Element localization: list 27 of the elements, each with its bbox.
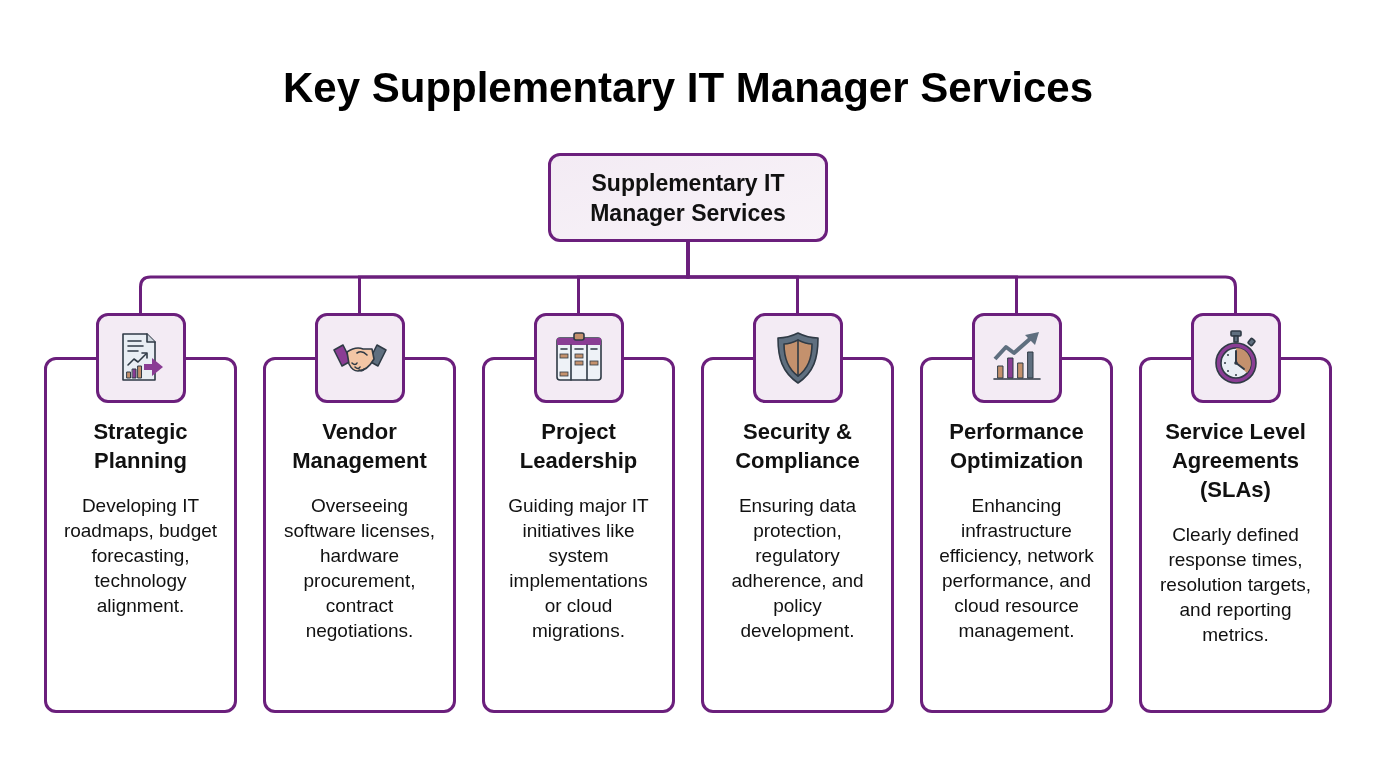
card-description: Guiding major IT initiatives like system implementations or cloud migrations. [507, 494, 650, 643]
service-card [920, 357, 1113, 713]
card-description: Clearly defined response times, resolution targets, and reporting metrics. [1159, 523, 1312, 647]
card-heading: Service Level Agreements (SLAs) [1164, 418, 1307, 504]
stopwatch-icon [1190, 313, 1281, 403]
card-heading: Security & Compliance [734, 418, 861, 475]
task-board-icon [533, 313, 624, 403]
topic-box [548, 153, 828, 242]
card-heading: Strategic Planning [92, 418, 189, 475]
card-description: Enhancing infrastructure efficiency, network performance, and cloud resource management. [938, 494, 1095, 643]
card-description: Developing IT roadmaps, budget forecasting, technology alignment. [62, 494, 219, 618]
document-chart-icon [95, 313, 186, 403]
service-card [263, 357, 456, 713]
topic-title: Supplementary IT Manager Services [589, 168, 787, 228]
card-description: Ensuring data protection, regulatory adherence, and policy development. [730, 494, 865, 643]
service-card [1139, 357, 1332, 713]
diagram-title: Key Supplementary IT Manager Services [283, 63, 1093, 113]
shield-icon [752, 313, 843, 403]
handshake-icon [314, 313, 405, 403]
service-card [44, 357, 237, 713]
card-heading: Vendor Management [291, 418, 428, 475]
growth-chart-icon [971, 313, 1062, 403]
service-card [701, 357, 894, 713]
service-card [482, 357, 675, 713]
card-heading: Performance Optimization [948, 418, 1085, 475]
card-heading: Project Leadership [518, 418, 639, 475]
card-description: Overseeing software licenses, hardware procurement, contract negotiations. [283, 494, 436, 643]
